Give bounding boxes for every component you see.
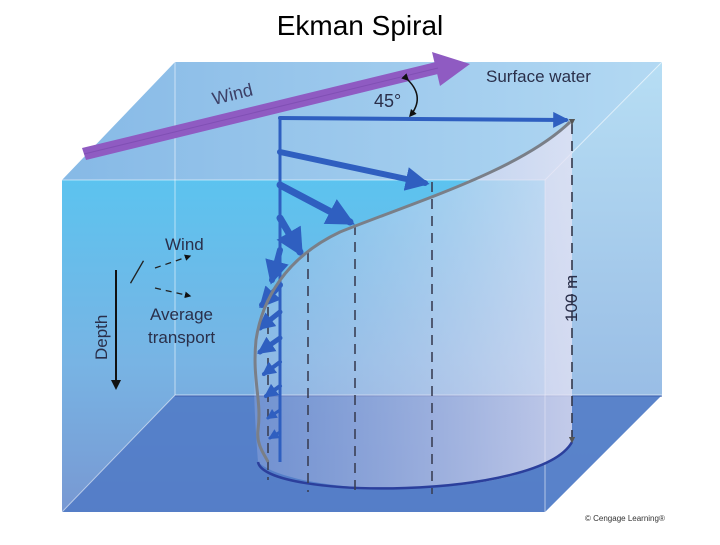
page-title: Ekman Spiral xyxy=(276,10,444,41)
surface-water-label: Surface water xyxy=(486,67,591,86)
current-arrows xyxy=(257,111,570,440)
current-arrow-11 xyxy=(266,408,282,420)
depth-label: Depth xyxy=(92,315,111,360)
current-arrow-5 xyxy=(265,247,289,285)
current-arrow-10 xyxy=(263,383,282,398)
spiral-envelope-line xyxy=(253,120,572,463)
legend-symbol xyxy=(129,254,192,299)
box-top-face xyxy=(62,62,662,180)
angle-label: 45° xyxy=(374,91,401,111)
credit-text: © Cengage Learning® xyxy=(585,514,665,523)
current-arrow-7 xyxy=(257,309,283,331)
spiral-base-ellipse xyxy=(256,441,574,490)
current-arrow-2 xyxy=(277,149,430,191)
current-arrow-12 xyxy=(268,429,282,440)
wind-arrow xyxy=(82,52,470,160)
current-arrow-3 xyxy=(276,181,355,226)
current-arrow-4 xyxy=(276,214,304,257)
legend-wind-label: Wind xyxy=(165,235,204,254)
angle-arc-icon xyxy=(401,73,418,118)
legend-transport-label-2: transport xyxy=(148,328,215,347)
current-arrow-9 xyxy=(261,360,282,376)
legend-transport-label-1: Average xyxy=(150,305,213,324)
spiral-curtain xyxy=(254,118,572,489)
current-arrow-8 xyxy=(257,335,283,355)
depth-scale-label: 100 m xyxy=(562,275,581,322)
surface-current-arrow xyxy=(278,111,570,128)
